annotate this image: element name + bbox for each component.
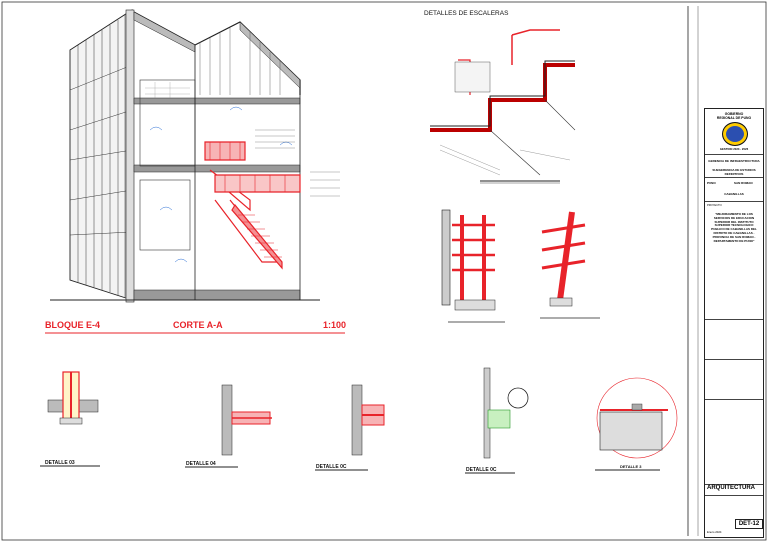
scale-label: 1:100: [323, 320, 347, 330]
stair-detail-main: [430, 29, 576, 184]
post-detail-left: [441, 209, 505, 323]
project-heading: PROYECTO:: [707, 204, 723, 207]
date: Enero 2024: [707, 530, 722, 534]
detail-3-drawing: [595, 377, 678, 471]
detail-04-drawing: [185, 384, 272, 468]
section-label: CORTE A-A: [173, 320, 223, 330]
block-label: BLOQUE E-4: [45, 320, 101, 330]
detail-04-label: DETALLE 04: [186, 461, 216, 467]
org-line1: GOBIERNO: [724, 112, 744, 116]
period: GESTION 2023 - 2026: [719, 147, 749, 151]
title-block: GOBIERNO REGIONAL DE PUNO GESTION 2023 -…: [704, 108, 764, 538]
emblem-icon: [722, 122, 748, 146]
detail-0c-label-1: DETALLE 0C: [316, 464, 347, 470]
detail-03-drawing: [40, 371, 100, 467]
detail-0c-drawing-1: [315, 384, 385, 471]
detail-0c-drawing-2: [465, 367, 529, 474]
post-detail-right: [540, 211, 600, 319]
project-name: "MEJORAMIENTO DE LOS SERVICIOS DE EDUCAC…: [711, 212, 757, 243]
sheet-code: DET-12: [735, 519, 763, 529]
detail-3-label: DETALLE 3: [620, 464, 642, 469]
discipline: ARQUITECTURA: [707, 485, 755, 491]
province: SAN ROMAN: [734, 181, 753, 185]
detail-03-label: DETALLE 03: [45, 460, 75, 466]
isometric-section: [45, 9, 345, 334]
agency2: SUBGERENCIA DE ESTUDIOS DEFINITIVOS: [712, 168, 756, 176]
agency1: GERENCIA DE INFRAESTRUCTURA: [708, 159, 760, 163]
region: PUNO: [707, 181, 716, 185]
org-line2: REGIONAL DE PUNO: [716, 116, 752, 120]
stairs-title: DETALLES DE ESCALERAS: [424, 10, 509, 17]
detail-0c-label-2: DETALLE 0C: [466, 467, 497, 473]
district: CABANILLAS: [724, 192, 744, 196]
